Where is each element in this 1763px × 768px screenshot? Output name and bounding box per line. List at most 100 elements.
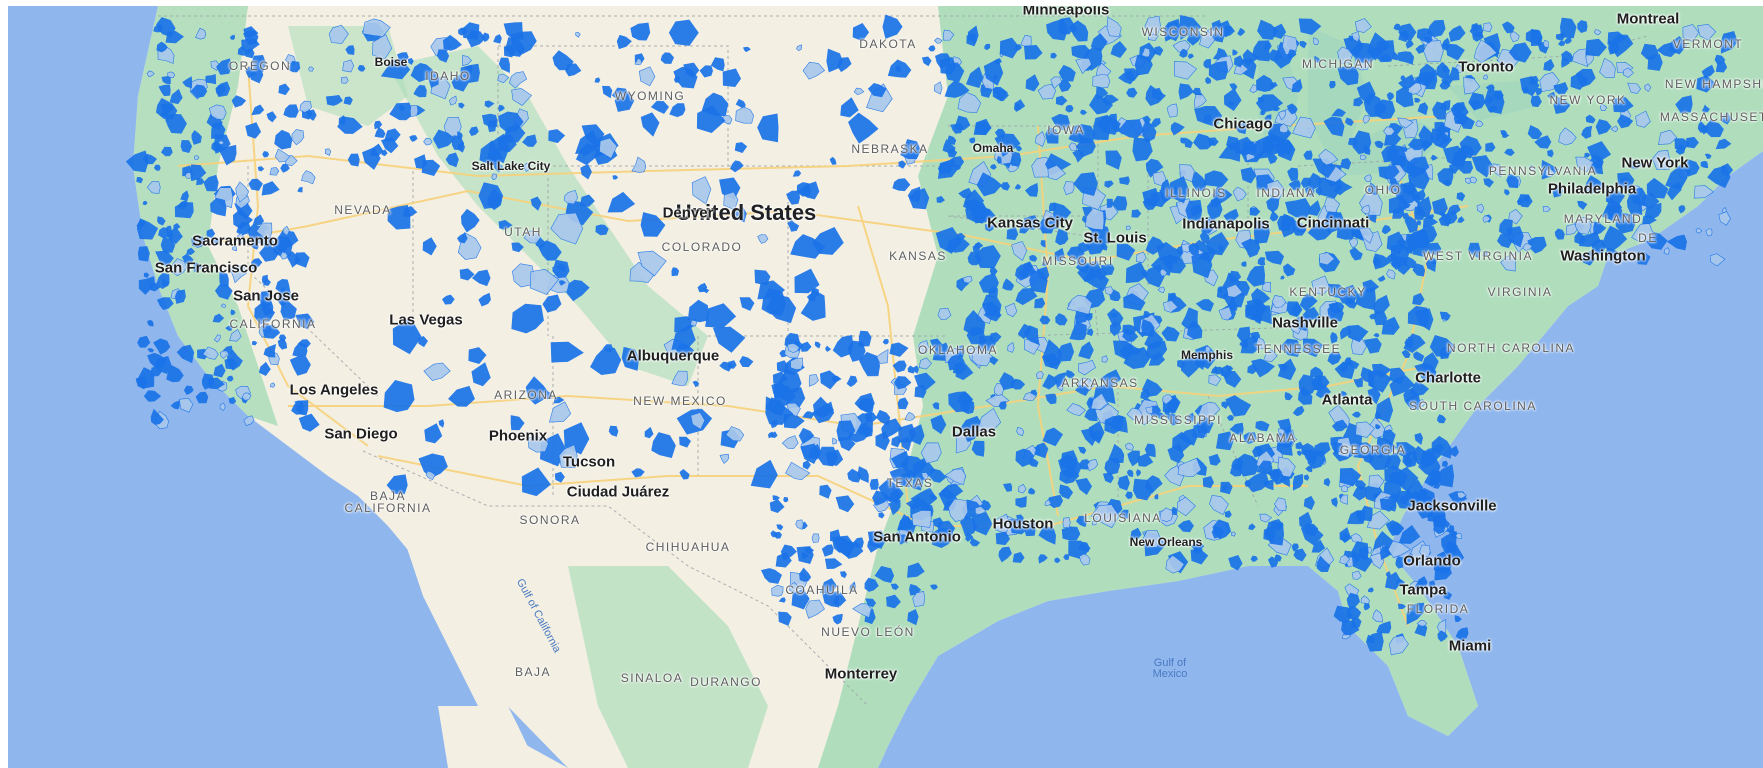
city-label-san-diego[interactable]: San Diego (324, 425, 398, 443)
coverage-area (1178, 83, 1194, 100)
city-label-boise[interactable]: Boise (374, 55, 408, 69)
city-label-minneapolis[interactable]: Minneapolis (1022, 6, 1110, 19)
coverage-areas (125, 14, 1738, 656)
coverage-area (1644, 83, 1652, 93)
city-label-cincinnati[interactable]: Cincinnati (1296, 214, 1370, 232)
coverage-area (1055, 313, 1068, 326)
city-label-albuquerque[interactable]: Albuquerque (626, 347, 720, 365)
city-label-charlotte[interactable]: Charlotte (1415, 369, 1481, 387)
city-label-ciudad-juarez[interactable]: Ciudad Juárez (566, 483, 670, 501)
city-label-indianapolis[interactable]: Indianapolis (1182, 215, 1270, 233)
coverage-area (1617, 114, 1634, 129)
city-label-miami[interactable]: Miami (1448, 637, 1492, 655)
city-label-new-orleans[interactable]: New Orleans (1129, 535, 1203, 549)
city-label-san-antonio[interactable]: San Antonio (873, 528, 961, 546)
coverage-area (1583, 175, 1606, 194)
coverage-area (1348, 35, 1354, 42)
coverage-area (1696, 75, 1717, 93)
baja-peninsula (403, 506, 538, 768)
coverage-area (950, 123, 964, 134)
coverage-area (1255, 94, 1284, 113)
coverage-area (1250, 555, 1258, 562)
city-label-phoenix[interactable]: Phoenix (488, 427, 548, 445)
city-label-nashville[interactable]: Nashville (1272, 314, 1338, 332)
coverage-area (1285, 198, 1312, 220)
state-label-oklahoma: OKLAHOMA (917, 343, 999, 357)
coverage-area (1292, 405, 1305, 417)
coverage-area (1340, 494, 1348, 505)
coverage-area (1374, 311, 1388, 326)
coverage-area (1298, 18, 1322, 35)
city-label-salt-lake-city[interactable]: Salt Lake City (471, 159, 551, 173)
state-label-arkansas: ARKANSAS (1061, 376, 1139, 390)
state-label-iowa: IOWA (1047, 123, 1085, 137)
city-label-philadelphia[interactable]: Philadelphia (1547, 180, 1637, 198)
city-label-jacksonville[interactable]: Jacksonville (1407, 497, 1497, 515)
city-label-st-louis[interactable]: St. Louis (1083, 229, 1147, 247)
coverage-area (1292, 473, 1304, 491)
coverage-area (179, 397, 194, 413)
state-label-nebraska: NEBRASKA (851, 142, 929, 156)
city-label-montreal[interactable]: Montreal (1616, 10, 1680, 28)
state-label-delaware: DE (1638, 231, 1658, 245)
coverage-area (1011, 241, 1028, 261)
coverage-area (1287, 167, 1299, 182)
city-label-denver[interactable]: Denver (662, 204, 714, 222)
coverage-area (1363, 337, 1382, 354)
coverage-area (1085, 235, 1106, 255)
city-label-kansas-city[interactable]: Kansas City (987, 214, 1073, 232)
city-label-los-angeles[interactable]: Los Angeles (289, 381, 379, 399)
coverage-area (1223, 88, 1242, 112)
city-label-dallas[interactable]: Dallas (951, 423, 997, 441)
map-canvas[interactable] (8, 6, 1763, 768)
city-label-orlando[interactable]: Orlando (1403, 552, 1461, 570)
coverage-area (1241, 261, 1247, 267)
coverage-area (1585, 114, 1596, 124)
city-label-omaha[interactable]: Omaha (972, 141, 1014, 155)
city-label-tampa[interactable]: Tampa (1399, 581, 1447, 599)
coverage-area (1042, 373, 1058, 390)
city-label-new-york[interactable]: New York (1621, 154, 1689, 172)
coverage-area (1472, 31, 1484, 42)
coverage-area (1439, 344, 1450, 360)
city-label-memphis[interactable]: Memphis (1180, 348, 1234, 362)
coverage-area (1069, 25, 1078, 33)
city-label-sacramento[interactable]: Sacramento (192, 232, 278, 250)
city-label-tucson[interactable]: Tucson (562, 453, 616, 471)
city-label-washington[interactable]: Washington (1560, 247, 1646, 265)
coverage-area (1386, 269, 1396, 280)
city-label-san-francisco[interactable]: San Francisco (154, 259, 258, 277)
coverage-area (1045, 127, 1059, 144)
coverage-area (1483, 22, 1493, 33)
coverage-area (1525, 29, 1543, 45)
state-label-oregon: OREGON (228, 59, 292, 73)
coverage-area (1096, 116, 1121, 135)
coverage-area (1715, 60, 1728, 73)
city-label-houston[interactable]: Houston (992, 515, 1054, 533)
city-label-toronto[interactable]: Toronto (1458, 58, 1514, 76)
city-label-chicago[interactable]: Chicago (1213, 115, 1273, 133)
city-label-las-vegas[interactable]: Las Vegas (389, 311, 463, 329)
coverage-area (1376, 621, 1392, 634)
city-label-monterrey[interactable]: Monterrey (824, 665, 898, 683)
coverage-area (1065, 104, 1074, 113)
coverage-area (1502, 21, 1515, 34)
city-label-atlanta[interactable]: Atlanta (1321, 391, 1373, 409)
coverage-area (1226, 284, 1243, 298)
coverage-area (1075, 477, 1093, 496)
coverage-area (1349, 247, 1363, 261)
coverage-area (1247, 121, 1254, 128)
coverage-area (1015, 145, 1023, 152)
coverage-area (1607, 31, 1627, 45)
city-label-san-jose[interactable]: San Jose (233, 287, 299, 305)
coverage-map[interactable]: United States Minneapolis Montreal Toron… (8, 6, 1763, 768)
coverage-area (989, 356, 999, 366)
coverage-area (933, 81, 943, 95)
coverage-area (936, 195, 945, 203)
coverage-area (1233, 55, 1244, 68)
coverage-area (1279, 338, 1302, 357)
coverage-area (1239, 339, 1249, 348)
coverage-area (996, 156, 1002, 164)
coverage-area (1674, 138, 1690, 151)
state-label-missouri: MISSOURI (1042, 254, 1114, 268)
